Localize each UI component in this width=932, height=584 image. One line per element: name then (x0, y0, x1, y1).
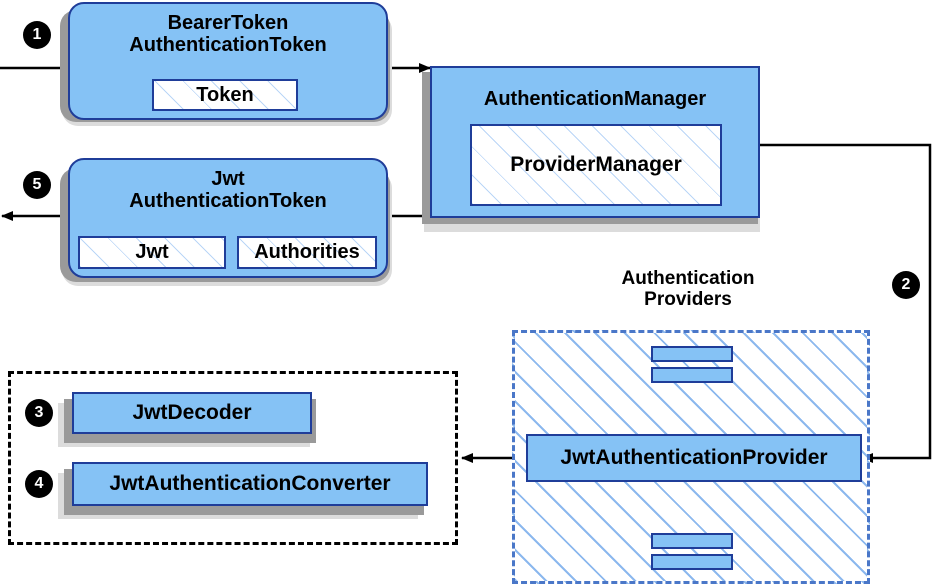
provider-stub-bar-top-1 (651, 346, 733, 362)
authentication-providers-caption: Authentication Providers (621, 268, 755, 311)
jwt-token-title: Jwt AuthenticationToken (129, 168, 327, 213)
jwt-converter-title: JwtAuthenticationConverter (109, 472, 391, 496)
provider-stub-bar-bottom-1 (651, 533, 733, 549)
jwt-support-group (8, 371, 458, 545)
node-jwt-decoder[interactable]: JwtDecoder (72, 392, 312, 434)
provider-stub-bar-bottom-2 (651, 554, 733, 570)
jwt-provider-title: JwtAuthenticationProvider (560, 446, 828, 470)
step-bullet-1: 1 (24, 22, 50, 48)
bearer-token-title: BearerToken AuthenticationToken (129, 12, 327, 57)
provider-stub-bar-top-2 (651, 367, 733, 383)
subbox-token[interactable]: Token (152, 79, 298, 111)
step-bullet-3: 3 (26, 400, 52, 426)
step-bullet-4: 4 (26, 471, 52, 497)
subbox-jwt[interactable]: Jwt (78, 236, 226, 269)
subbox-authorities[interactable]: Authorities (237, 236, 377, 269)
node-jwt-authentication-converter[interactable]: JwtAuthenticationConverter (72, 462, 428, 506)
jwt-decoder-title: JwtDecoder (132, 401, 252, 425)
subbox-provider-manager[interactable]: ProviderManager (470, 124, 722, 206)
authentication-manager-title: AuthenticationManager (483, 88, 707, 110)
step-bullet-2: 2 (893, 272, 919, 298)
step-bullet-5: 5 (24, 172, 50, 198)
node-jwt-authentication-provider[interactable]: JwtAuthenticationProvider (526, 434, 862, 482)
